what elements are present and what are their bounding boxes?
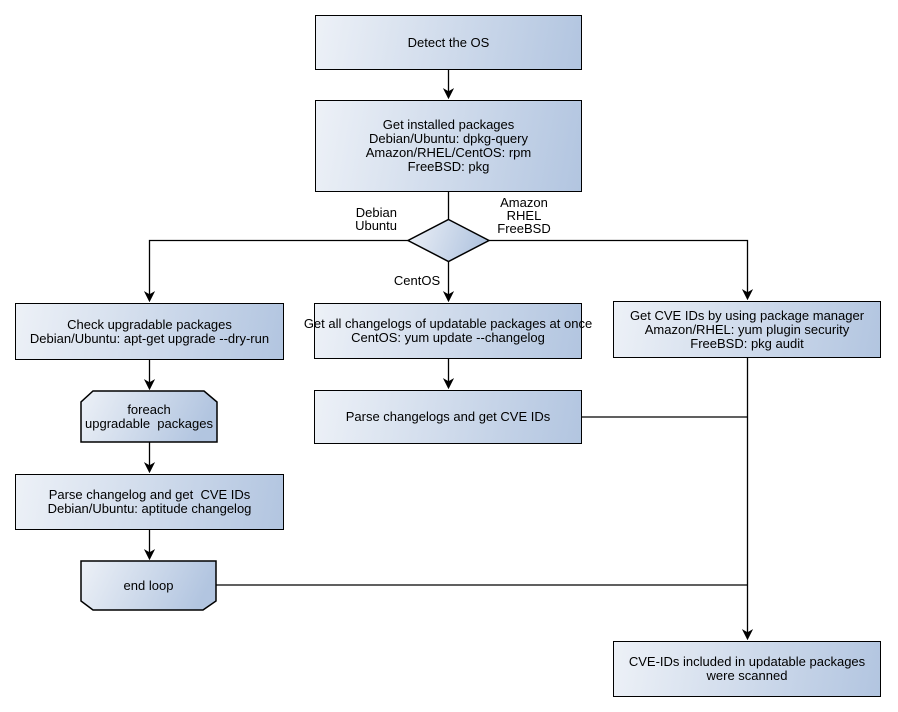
node-parse-changelog-debian: Parse changelog and get CVE IDs Debian/U… (15, 474, 284, 530)
node-get-cve-text-3: FreeBSD: pkg audit (690, 335, 804, 351)
branch-label-amazon: Amazon (500, 195, 548, 210)
node-parse-changelogs: Parse changelogs and get CVE IDs (314, 390, 582, 444)
node-get-all-changelogs-text-1: Get all changelogs of updatable packages… (303, 316, 593, 331)
node-check-upgradable-packages: Check upgradable packages Debian/Ubuntu:… (15, 303, 284, 360)
branch-label-rhel: RHEL (506, 208, 542, 223)
node-get-all-changelogs-text-2: CentOS: yum update --changelog (351, 330, 545, 345)
node-get-all-changelogs: Get all changelogs of updatable packages… (304, 303, 592, 359)
node-get-installed-text-3: Amazon/RHEL/CentOS: rpm (365, 145, 532, 160)
edge-decision-to-get-cve (489, 239, 754, 301)
branch-label-centos-text: CentOS (393, 273, 441, 288)
node-scan-result-text-1: CVE-IDs included in updatable packages (628, 654, 866, 669)
foreach-loop-shape (80, 390, 218, 443)
end-loop-label: end loop (81, 561, 216, 610)
node-parse-changelog-debian-text-2: Debian/Ubuntu: aptitude changelog (47, 501, 252, 516)
node-get-cve-text-2: Amazon/RHEL: yum plugin security (644, 321, 850, 337)
node-get-installed-text-4: FreeBSD: pkg (407, 159, 490, 174)
node-detect-os: Detect the OS (315, 15, 582, 70)
node-scan-result: CVE-IDs included in updatable packages w… (613, 641, 881, 697)
branch-label-ubuntu: Ubuntu (355, 218, 397, 233)
branch-label-debian-ubuntu: Debian Ubuntu (320, 206, 397, 232)
foreach-loop-label: foreach upgradable packages (81, 391, 217, 442)
foreach-loop-text-1: foreach (127, 401, 171, 417)
branch-label-amazon-rhel-freebsd: Amazon RHEL FreeBSD (482, 196, 566, 235)
node-get-cve-text-1: Get CVE IDs by using package manager (629, 307, 865, 323)
end-loop-shape (80, 560, 217, 611)
node-detect-os-text: Detect the OS (407, 34, 490, 50)
node-check-upgradable-text-2: Debian/Ubuntu: apt-get upgrade --dry-run (29, 330, 270, 346)
node-scan-result-text-2: were scanned (706, 668, 788, 683)
node-get-installed-text-2: Debian/Ubuntu: dpkg-query (369, 131, 528, 146)
node-get-installed-packages: Get installed packages Debian/Ubuntu: dp… (315, 100, 582, 192)
branch-label-debian: Debian (355, 205, 397, 220)
end-loop-text: end loop (123, 577, 174, 593)
decision-diamond (406, 218, 491, 263)
node-check-upgradable-text-1: Check upgradable packages (67, 316, 232, 332)
node-parse-changelogs-text: Parse changelogs and get CVE IDs (345, 409, 551, 424)
branch-label-freebsd: FreeBSD (497, 221, 551, 236)
edge-decision-to-check-upgradable (143, 239, 408, 303)
branch-label-centos: CentOS (388, 274, 446, 287)
node-get-cve-ids-pkg-manager: Get CVE IDs by using package manager Ama… (613, 301, 881, 358)
foreach-loop-text-2: upgradable packages (85, 415, 213, 431)
node-get-installed-text-1: Get installed packages (382, 117, 515, 132)
node-parse-changelog-debian-text-1: Parse changelog and get CVE IDs (48, 487, 251, 502)
